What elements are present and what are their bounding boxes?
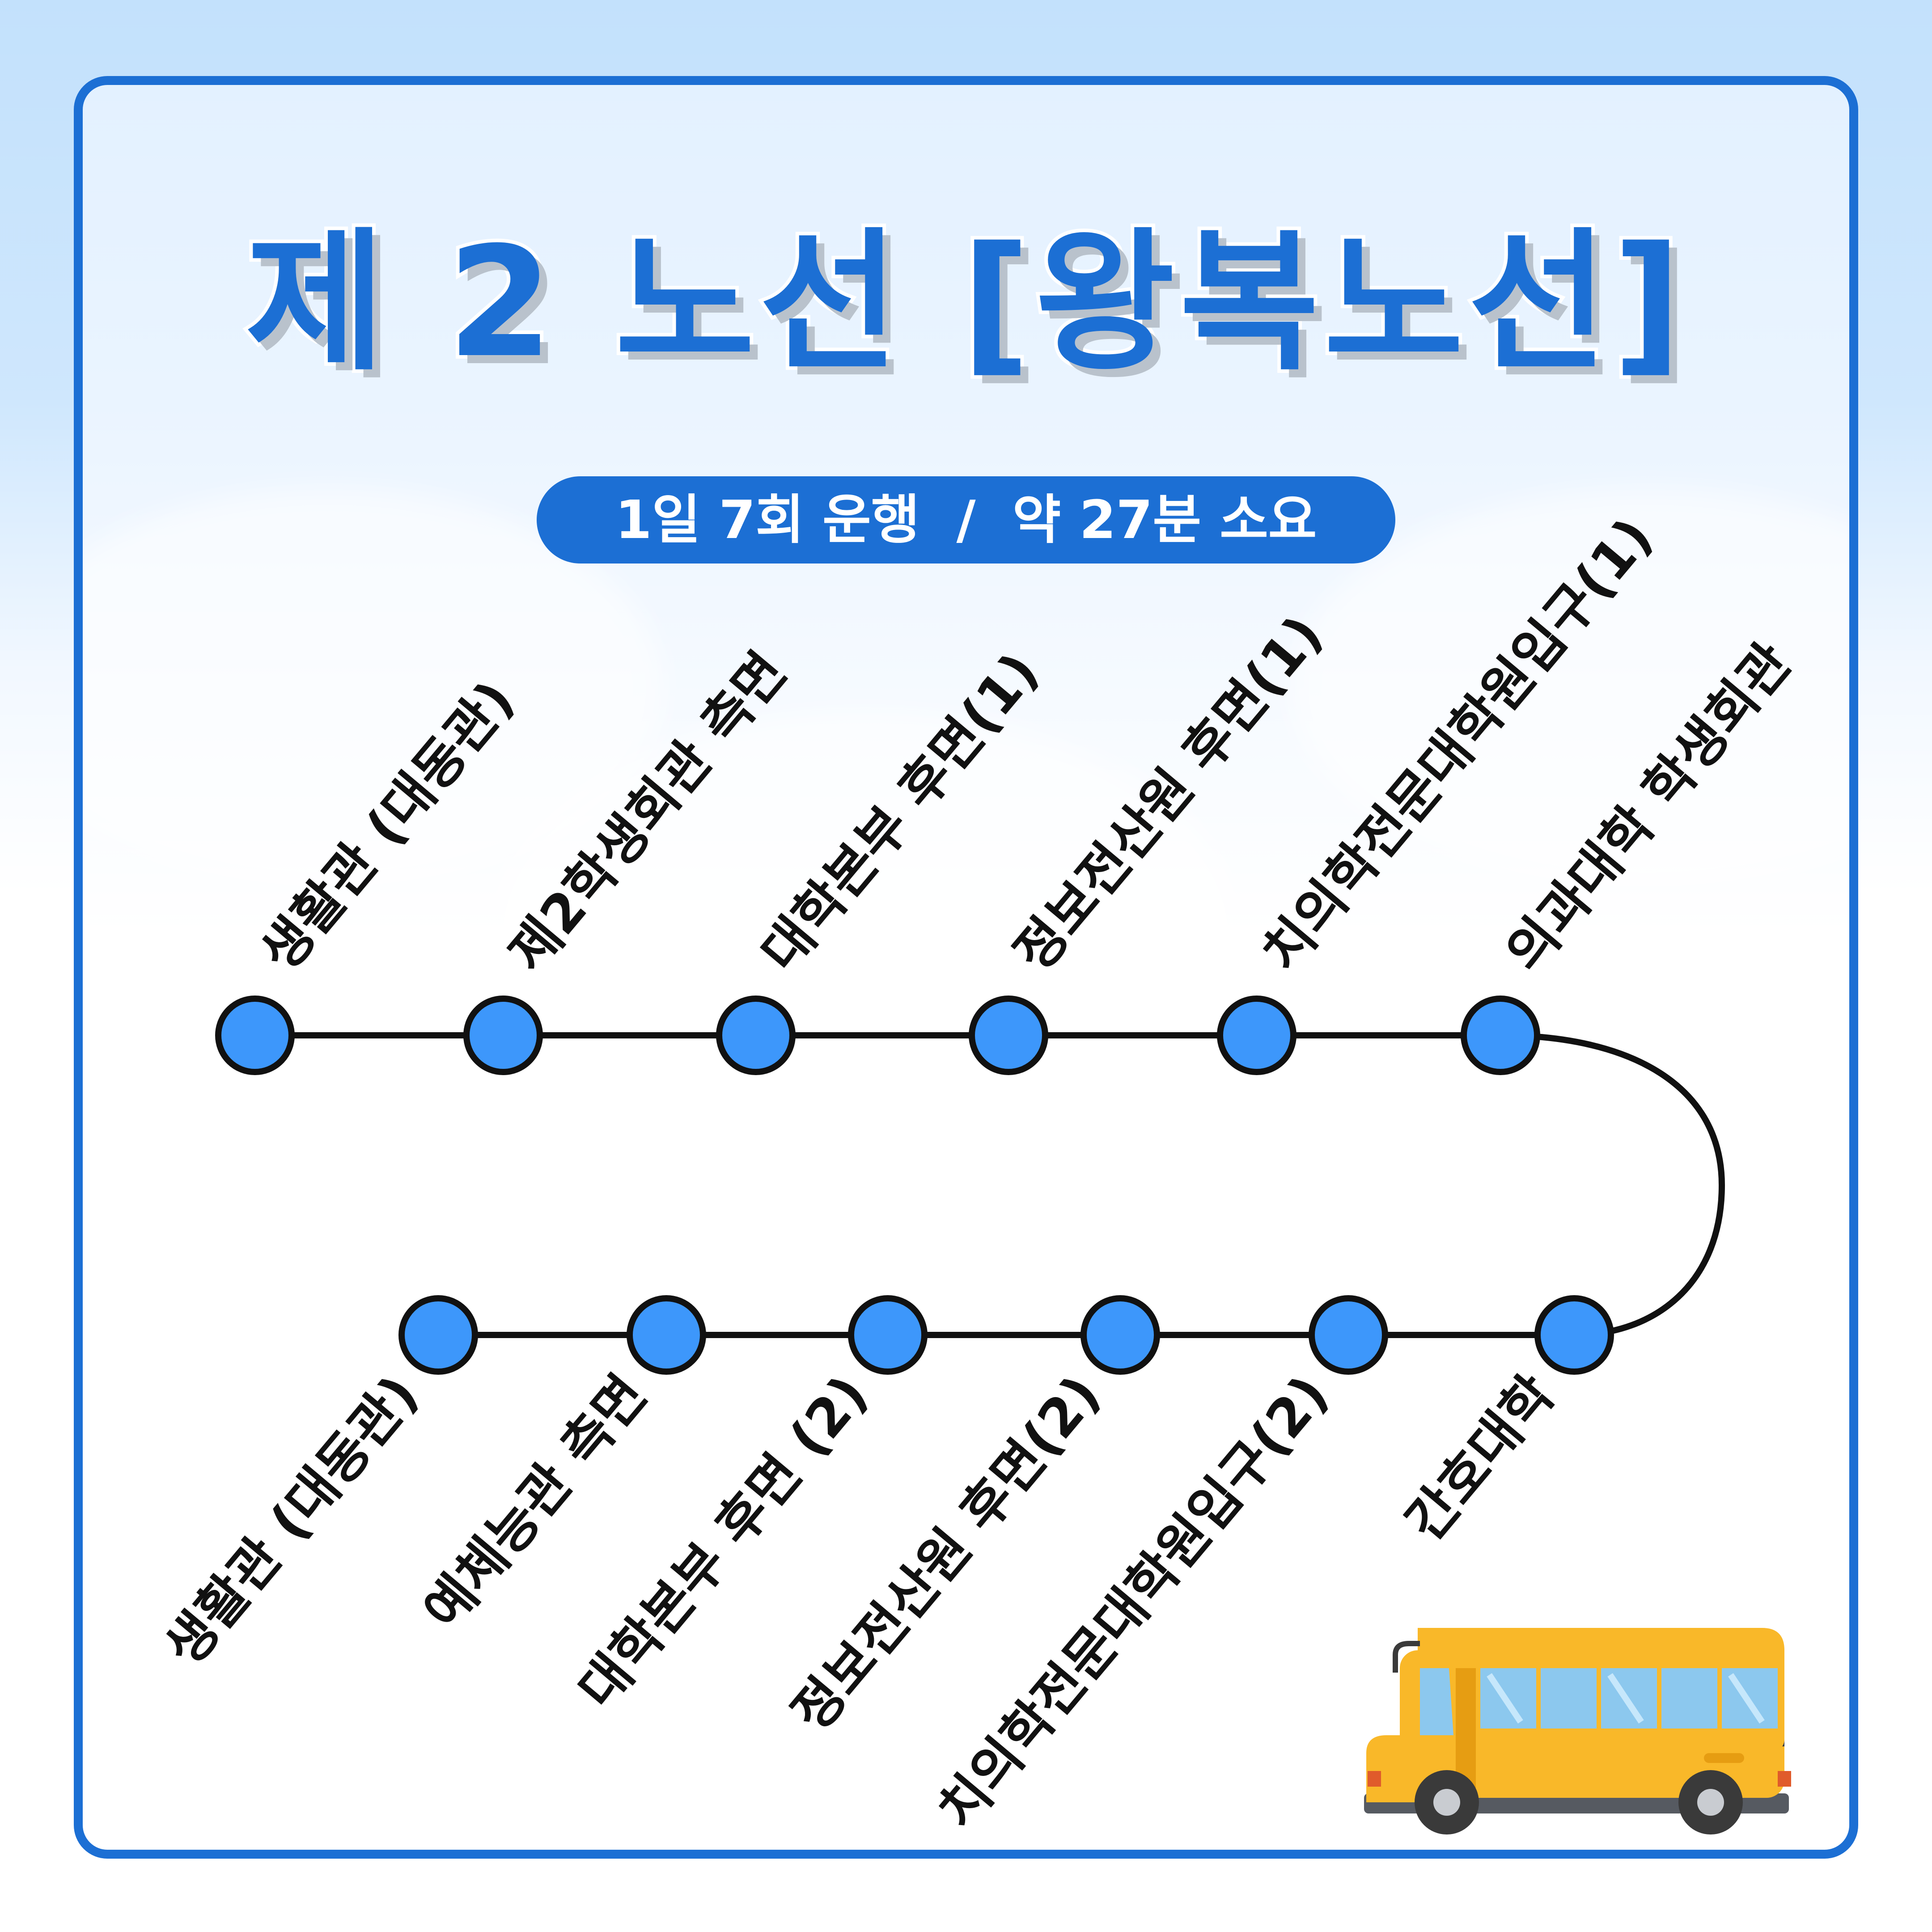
stop-label-outbound-3: 대학본부 후면(1) <box>750 641 1051 983</box>
stop-marker-outbound-4 <box>969 996 1048 1075</box>
stop-marker-outbound-5 <box>1217 996 1296 1075</box>
stop-marker-inbound-3 <box>1080 1295 1160 1375</box>
route-title: 제 2 노선 [왕복노선] <box>242 211 1687 395</box>
stop-marker-inbound-6 <box>398 1295 478 1375</box>
background-cloud <box>485 711 1246 1158</box>
stop-marker-inbound-1 <box>1534 1295 1614 1375</box>
stop-label-inbound-1: 간호대학 <box>1394 1364 1566 1552</box>
stop-marker-outbound-3 <box>716 996 796 1075</box>
stop-marker-outbound-1 <box>215 996 295 1075</box>
stop-marker-outbound-6 <box>1461 996 1540 1075</box>
school-bus-icon <box>1364 1628 1791 1835</box>
background-cloud <box>1290 487 1849 890</box>
route-summary-badge: 1일 7회 운행 / 약 27분 소요 <box>537 476 1395 564</box>
stop-label-outbound-2: 제2학생회관 측면 <box>497 641 798 983</box>
stop-marker-outbound-2 <box>463 996 543 1075</box>
stop-label-outbound-5: 치의학전문대학원입구(1) <box>1250 506 1665 983</box>
stop-marker-inbound-4 <box>848 1295 928 1375</box>
stop-marker-inbound-2 <box>1309 1295 1388 1375</box>
stop-label-inbound-5: 예체능관 측면 <box>412 1364 658 1640</box>
route-card <box>74 76 1858 1859</box>
stop-marker-inbound-5 <box>627 1295 706 1375</box>
stop-label-outbound-1: 생활관 (대동관) <box>249 669 526 983</box>
route-line <box>255 1032 1725 1338</box>
stop-label-inbound-2: 치의학전문대학원입구(2) <box>926 1364 1340 1840</box>
stop-label-inbound-6: 생활관 (대동관) <box>153 1364 430 1678</box>
